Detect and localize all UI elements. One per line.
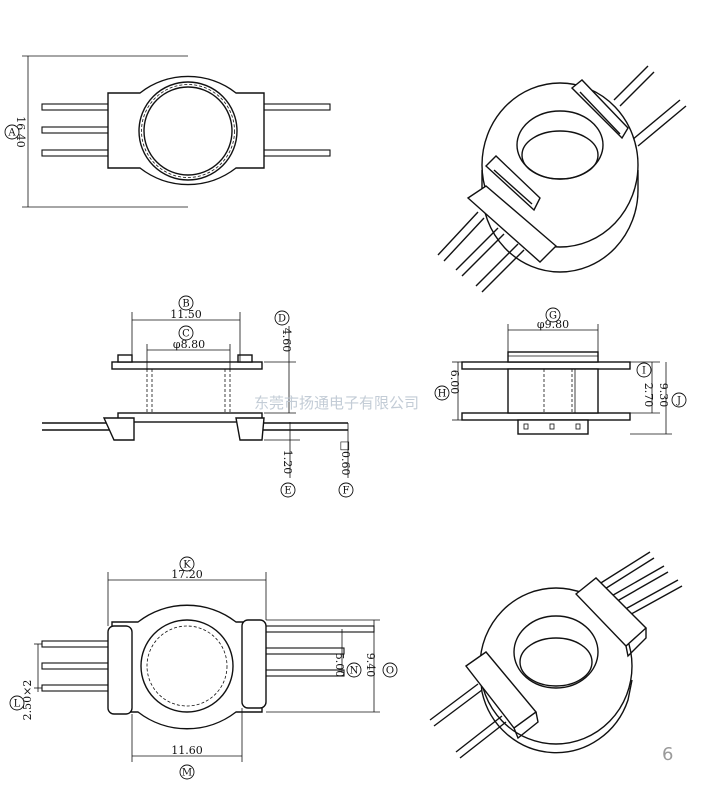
iso-view-bottom [429, 551, 683, 759]
callout-d [274, 310, 290, 326]
callout-n [346, 662, 362, 678]
dim-d-value: 4.60 [280, 328, 293, 353]
callout-m-label: M [182, 768, 192, 779]
callout-n-label: N [350, 666, 359, 677]
dim-j-value: 9.30 [657, 383, 670, 408]
dim-g-value: φ9.80 [537, 318, 569, 331]
top-view: 16.40 A [4, 55, 331, 208]
callout-d-label: D [278, 314, 286, 325]
dim-o-value: 9.40 [364, 653, 377, 678]
dim-b-value: 11.50 [170, 308, 202, 321]
callout-g [545, 307, 561, 323]
iso-pin-block [466, 185, 558, 263]
dim-m-value: 11.60 [171, 744, 203, 757]
callout-g-label: G [549, 311, 557, 322]
pin [41, 126, 113, 134]
page-number: 6 [662, 744, 673, 765]
core-outer [138, 81, 238, 181]
callout-c-label: C [182, 329, 190, 340]
dim-f-value: □0.60 [339, 441, 352, 476]
iso-hole-2 [513, 615, 599, 689]
side-section-view: φ9.80 G 6.00 H 2.70 I 9.30 J [434, 307, 687, 435]
callout-j [671, 392, 687, 408]
bottom-view: 17.20 K 2.50×2 L 11.60 M 5.00 N 9.40 O [9, 556, 398, 780]
dim-a-value: 16.40 [14, 116, 27, 148]
callout-o [382, 662, 398, 678]
callout-i-label: I [642, 366, 646, 377]
front-section-view: 11.50 B φ8.80 C 4.60 D 1.20 E □0.60 F [42, 295, 354, 498]
callout-h-label: H [438, 389, 447, 400]
callout-b [178, 295, 194, 311]
callout-h [434, 385, 450, 401]
callout-k-label: K [183, 560, 191, 571]
callout-j-label: J [676, 396, 681, 407]
callout-b-label: B [182, 299, 189, 310]
iso-view-top [437, 65, 687, 293]
callout-c [178, 325, 194, 341]
dim-k-value: 17.20 [171, 568, 203, 581]
dim-c-value: φ8.80 [173, 338, 205, 351]
dim-n-value: 5.00 [333, 653, 346, 678]
core-hatch [141, 84, 235, 178]
bottom-body [111, 604, 263, 730]
pin-block-left [102, 417, 135, 441]
callout-f [338, 482, 354, 498]
callout-l-label: L [14, 699, 21, 710]
callout-k [179, 556, 195, 572]
pin-block-right [235, 417, 265, 441]
dim-e-value: 1.20 [281, 450, 294, 475]
core-inner [143, 86, 233, 176]
callout-e-label: E [284, 486, 291, 497]
dim-l-value: 2.50×2 [21, 680, 34, 721]
callout-a [4, 124, 20, 140]
body-outline [107, 75, 265, 186]
callout-m [179, 764, 195, 780]
iso-clip [570, 79, 629, 140]
callout-l [9, 695, 25, 711]
dim-h-value: 6.00 [448, 370, 461, 395]
callout-o-label: O [386, 666, 394, 677]
watermark-text: 东莞市扬通电子有限公司 [254, 394, 419, 412]
callout-i [636, 362, 652, 378]
callout-f-label: F [343, 486, 350, 497]
callout-e [280, 482, 296, 498]
dim-i-value: 2.70 [642, 383, 655, 408]
callout-a-label: A [7, 128, 16, 139]
